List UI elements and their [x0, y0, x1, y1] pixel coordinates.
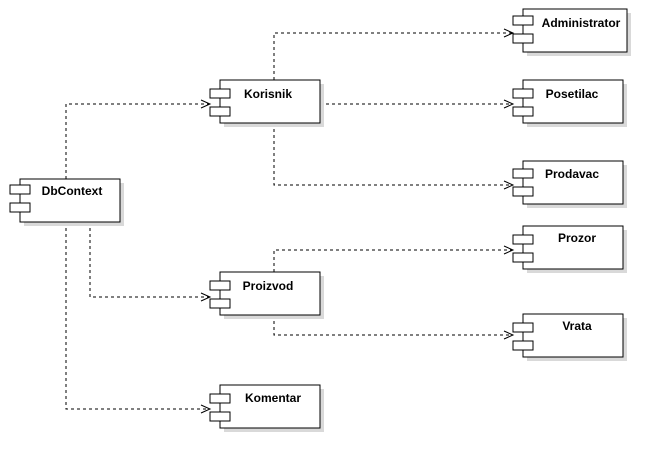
component-administrator[interactable]: Administrator	[512, 8, 631, 56]
component-port-icon	[512, 88, 534, 99]
open-arrowhead-icon	[503, 180, 515, 190]
component-label: Administrator	[542, 16, 621, 30]
component-port-icon	[512, 33, 534, 44]
dependency-line-dbcontext-to-komentar[interactable]	[65, 222, 210, 410]
component-port-icon	[9, 202, 31, 213]
component-label: Prodavac	[545, 167, 599, 181]
dependency-line-dbcontext-to-proizvod[interactable]	[89, 222, 210, 298]
component-prozor[interactable]: Prozor	[512, 225, 627, 273]
component-proizvod[interactable]: Proizvod	[209, 271, 324, 319]
component-port-icon	[209, 88, 231, 99]
component-posetilac[interactable]: Posetilac	[512, 79, 627, 127]
component-port-icon	[209, 106, 231, 117]
component-dbcontext[interactable]: DbContext	[9, 178, 124, 226]
component-port-icon	[512, 106, 534, 117]
open-arrowhead-icon	[200, 99, 212, 109]
component-port-icon	[512, 252, 534, 263]
component-label: Proizvod	[243, 279, 294, 293]
dependency-line-proizvod-to-prozor[interactable]	[273, 249, 513, 272]
component-port-icon	[512, 186, 534, 197]
component-komentar[interactable]: Komentar	[209, 384, 324, 432]
open-arrowhead-icon	[503, 28, 515, 38]
component-port-icon	[9, 184, 31, 195]
dependency-line-korisnik-to-administrator[interactable]	[273, 32, 513, 80]
dependency-connectors	[65, 28, 515, 414]
open-arrowhead-icon	[200, 292, 212, 302]
component-port-icon	[209, 411, 231, 422]
component-port-icon	[512, 234, 534, 245]
component-port-icon	[209, 393, 231, 404]
component-port-icon	[512, 15, 534, 26]
dependency-line-korisnik-to-prodavac[interactable]	[273, 123, 513, 186]
open-arrowhead-icon	[503, 245, 515, 255]
component-label: Korisnik	[244, 87, 292, 101]
component-port-icon	[512, 322, 534, 333]
component-label: DbContext	[42, 184, 103, 198]
component-port-icon	[512, 168, 534, 179]
open-arrowhead-icon	[503, 99, 515, 109]
component-port-icon	[209, 298, 231, 309]
component-label: Prozor	[558, 231, 596, 245]
dependency-line-dbcontext-to-korisnik[interactable]	[65, 103, 210, 179]
open-arrowhead-icon	[503, 330, 515, 340]
component-label: Vrata	[562, 319, 592, 333]
component-korisnik[interactable]: Korisnik	[209, 79, 324, 127]
component-prodavac[interactable]: Prodavac	[512, 160, 627, 208]
component-vrata[interactable]: Vrata	[512, 313, 627, 361]
component-port-icon	[209, 280, 231, 291]
component-label: Komentar	[245, 391, 301, 405]
component-label: Posetilac	[546, 87, 599, 101]
component-port-icon	[512, 340, 534, 351]
dependency-line-proizvod-to-vrata[interactable]	[273, 315, 513, 336]
open-arrowhead-icon	[200, 404, 212, 414]
